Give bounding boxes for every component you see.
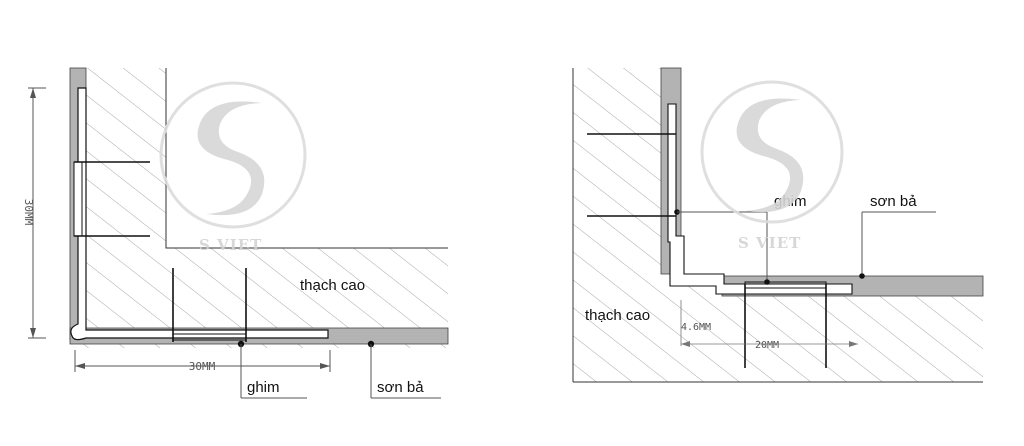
right-watermark: S VIET: [700, 80, 844, 252]
logo-swoosh-icon: [736, 98, 804, 213]
left-bead-tab: [73, 161, 83, 237]
left-skim-coat-label: sơn bả: [377, 379, 424, 396]
watermark-brand-text: S VIET: [199, 236, 262, 254]
dimension-arrow: [30, 328, 36, 338]
right-corner-detail: ghim sơn bả thạch cao 4.6MM 20MM: [572, 67, 984, 383]
left-vertical-dimension-label: 30MM: [22, 199, 35, 226]
left-horizontal-dimension-label: 30MM: [189, 360, 216, 373]
dimension-arrow: [75, 363, 85, 369]
dimension-arrow: [320, 363, 330, 369]
left-wall-hatch: [70, 68, 448, 348]
logo-swoosh-icon: [197, 101, 265, 216]
right-pin-dot: [764, 279, 770, 285]
left-corner-bead: [70, 87, 329, 341]
right-width-dimension-label: 20MM: [755, 340, 779, 351]
left-pin-label: ghim: [247, 379, 280, 396]
right-skim-coat-label: sơn bả: [870, 193, 917, 210]
right-wall-hatch: [573, 68, 983, 382]
watermark-brand-text: S VIET: [738, 234, 801, 252]
dimension-arrow: [681, 341, 690, 347]
right-plaster-label: thạch cao: [585, 307, 650, 324]
dimension-arrow: [30, 88, 36, 98]
left-corner-detail: 30MM 30MM thạch cao ghim sơn bả: [22, 67, 449, 399]
right-corner-bead: [667, 103, 853, 295]
left-wall-edge: [165, 68, 448, 249]
left-bead-tab-horizontal: [172, 333, 247, 341]
right-bead-tab: [744, 281, 827, 289]
left-watermark: S VIET: [159, 81, 307, 254]
dimension-arrow: [849, 341, 858, 347]
left-plaster-label: thạch cao: [300, 277, 365, 294]
right-skim-dot: [859, 273, 865, 279]
right-small-dimension-label: 4.6MM: [681, 322, 711, 333]
